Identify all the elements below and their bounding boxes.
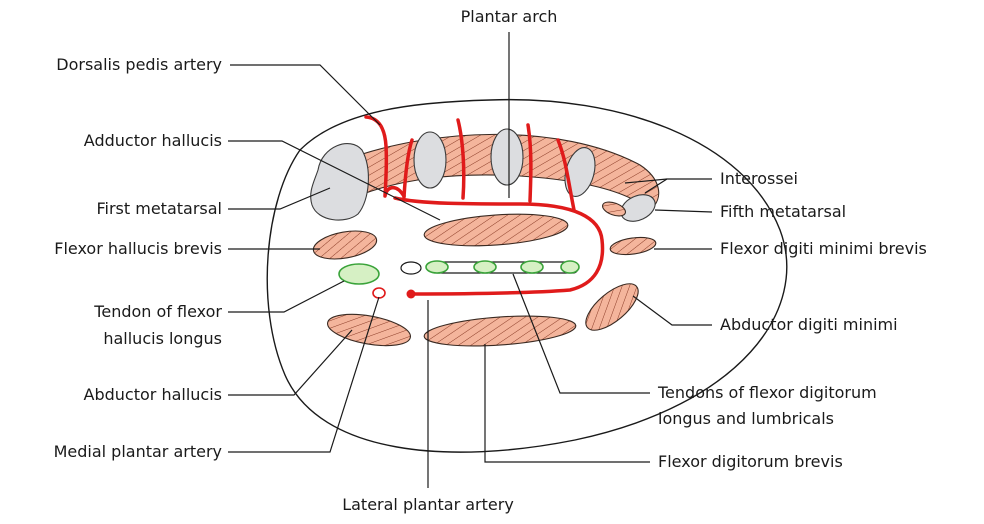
fdl-tendon-2 <box>474 261 496 273</box>
third-metatarsal <box>491 129 523 185</box>
second-metatarsal <box>414 132 446 188</box>
label-tendon-fhl-line1: Tendon of flexor <box>93 302 222 321</box>
label-interossei: Interossei <box>720 169 798 188</box>
label-tendons-fdl-line1: Tendons of flexor digitorum <box>657 383 877 402</box>
label-flexor-hallucis-brevis: Flexor hallucis brevis <box>54 239 222 258</box>
label-adductor-hallucis: Adductor hallucis <box>84 131 222 150</box>
label-flexor-digitorum-brevis: Flexor digitorum brevis <box>658 452 843 471</box>
fdl-tendon-4 <box>561 261 579 273</box>
fdl-tendon-1 <box>426 261 448 273</box>
label-plantar-arch: Plantar arch <box>461 7 558 26</box>
fdl-tendon-3 <box>521 261 543 273</box>
label-tendons-fdl-line2: longus and lumbricals <box>658 409 834 428</box>
label-abductor-digiti-minimi: Abductor digiti minimi <box>720 315 898 334</box>
label-first-metatarsal: First metatarsal <box>96 199 222 218</box>
medial-plantar-artery-vessel <box>373 288 385 298</box>
label-dorsalis-pedis-artery: Dorsalis pedis artery <box>56 55 222 74</box>
label-medial-plantar-artery: Medial plantar artery <box>54 442 222 461</box>
label-fifth-metatarsal: Fifth metatarsal <box>720 202 846 221</box>
lumbrical-band <box>432 262 578 273</box>
flexor-hallucis-longus-tendon <box>339 264 379 284</box>
leader-dorsalis-pedis <box>230 65 380 125</box>
label-tendon-fhl-line2: hallucis longus <box>103 329 222 348</box>
label-lateral-plantar-artery: Lateral plantar artery <box>342 495 514 514</box>
label-abductor-hallucis: Abductor hallucis <box>84 385 222 404</box>
small-white-structure <box>401 262 421 274</box>
label-flexor-digiti-minimi-brevis: Flexor digiti minimi brevis <box>720 239 927 258</box>
lateral-plantar-artery-origin <box>407 290 416 299</box>
